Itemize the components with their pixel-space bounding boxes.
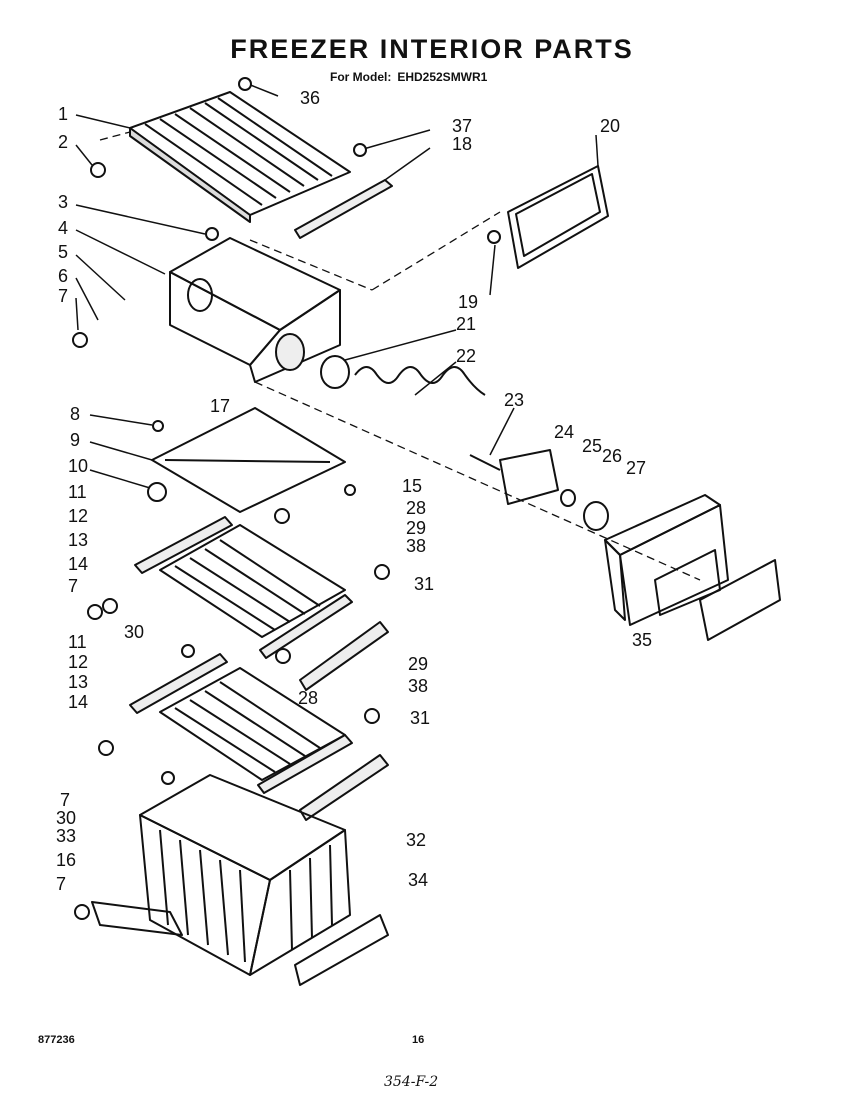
auger-assembly xyxy=(469,449,609,531)
leader-lines xyxy=(75,83,599,489)
callout-33: 33 xyxy=(56,826,76,846)
top-wire-shelf xyxy=(129,91,351,223)
callout-21: 21 xyxy=(456,314,476,334)
rail-18 xyxy=(294,179,393,239)
handwritten-note: 354-F-2 xyxy=(384,1074,439,1090)
callout-27: 27 xyxy=(626,458,646,478)
basket-handle xyxy=(91,901,183,936)
callout-26: 26 xyxy=(602,446,622,466)
callout-20: 20 xyxy=(600,116,620,136)
callout-12a: 12 xyxy=(68,506,88,526)
frame-20 xyxy=(507,165,609,269)
wire-basket xyxy=(139,774,351,976)
page-number: 16 xyxy=(412,1034,425,1046)
callout-9: 9 xyxy=(70,430,80,450)
callout-14b: 14 xyxy=(68,692,88,712)
model-line: For Model: EHD252SMWR1 xyxy=(330,70,493,84)
front-trim-34 xyxy=(294,914,389,986)
model-number: EHD252SMWR1 xyxy=(397,70,488,84)
callout-22: 22 xyxy=(456,346,476,366)
callout-38b: 38 xyxy=(408,676,428,696)
callout-29a: 29 xyxy=(406,518,426,538)
upper-slide-shelf xyxy=(134,516,389,691)
callout-28a: 28 xyxy=(406,498,426,518)
callout-16: 16 xyxy=(56,850,76,870)
callout-38a: 38 xyxy=(406,536,426,556)
callout-30a: 30 xyxy=(124,622,144,642)
callout-11a: 11 xyxy=(68,482,87,502)
callout-31a: 31 xyxy=(414,574,434,594)
callout-7d: 7 xyxy=(56,874,66,894)
callout-36: 36 xyxy=(300,88,320,108)
document-number: 877236 xyxy=(38,1034,75,1046)
callout-2: 2 xyxy=(58,132,68,152)
callout-11b: 11 xyxy=(68,632,87,652)
lower-slide-shelf xyxy=(129,653,389,821)
callout-13a: 13 xyxy=(68,530,88,550)
callout-24: 24 xyxy=(554,422,574,442)
callout-3: 3 xyxy=(58,192,68,212)
callout-1: 1 xyxy=(58,104,68,124)
callout-37: 37 xyxy=(452,116,472,136)
model-label: For Model: xyxy=(330,70,392,84)
callout-30b: 30 xyxy=(56,808,76,828)
callout-5: 5 xyxy=(58,242,68,262)
callout-28b: 28 xyxy=(298,688,318,708)
callout-18: 18 xyxy=(452,134,472,154)
callout-19: 19 xyxy=(458,292,478,312)
callout-4: 4 xyxy=(58,218,68,238)
callout-17: 17 xyxy=(210,396,230,416)
alignment-lines xyxy=(99,131,701,581)
callout-29b: 29 xyxy=(408,654,428,674)
callout-6: 6 xyxy=(58,266,68,286)
callout-7a: 7 xyxy=(58,286,68,306)
callout-25: 25 xyxy=(582,436,602,456)
callout-23: 23 xyxy=(504,390,524,410)
callout-34: 34 xyxy=(408,870,428,890)
callout-14a: 14 xyxy=(68,554,88,574)
callout-10: 10 xyxy=(68,456,88,476)
auger-spring xyxy=(320,355,486,396)
callout-12b: 12 xyxy=(68,652,88,672)
callout-35: 35 xyxy=(632,630,652,650)
callout-7c: 7 xyxy=(60,790,70,810)
callout-13b: 13 xyxy=(68,672,88,692)
callout-32: 32 xyxy=(406,830,426,850)
page-title: FREEZER INTERIOR PARTS xyxy=(230,34,634,64)
cover-plate xyxy=(151,407,346,513)
callout-7b: 7 xyxy=(68,576,78,596)
ice-bin-housing xyxy=(169,237,341,383)
fasteners xyxy=(72,77,501,920)
callout-15: 15 xyxy=(402,476,422,496)
callout-8: 8 xyxy=(70,404,80,424)
ice-bucket xyxy=(604,494,781,641)
callout-labels: 1 2 3 4 5 6 7 8 9 10 11 12 13 14 7 11 12… xyxy=(56,88,652,894)
callout-31b: 31 xyxy=(410,708,430,728)
